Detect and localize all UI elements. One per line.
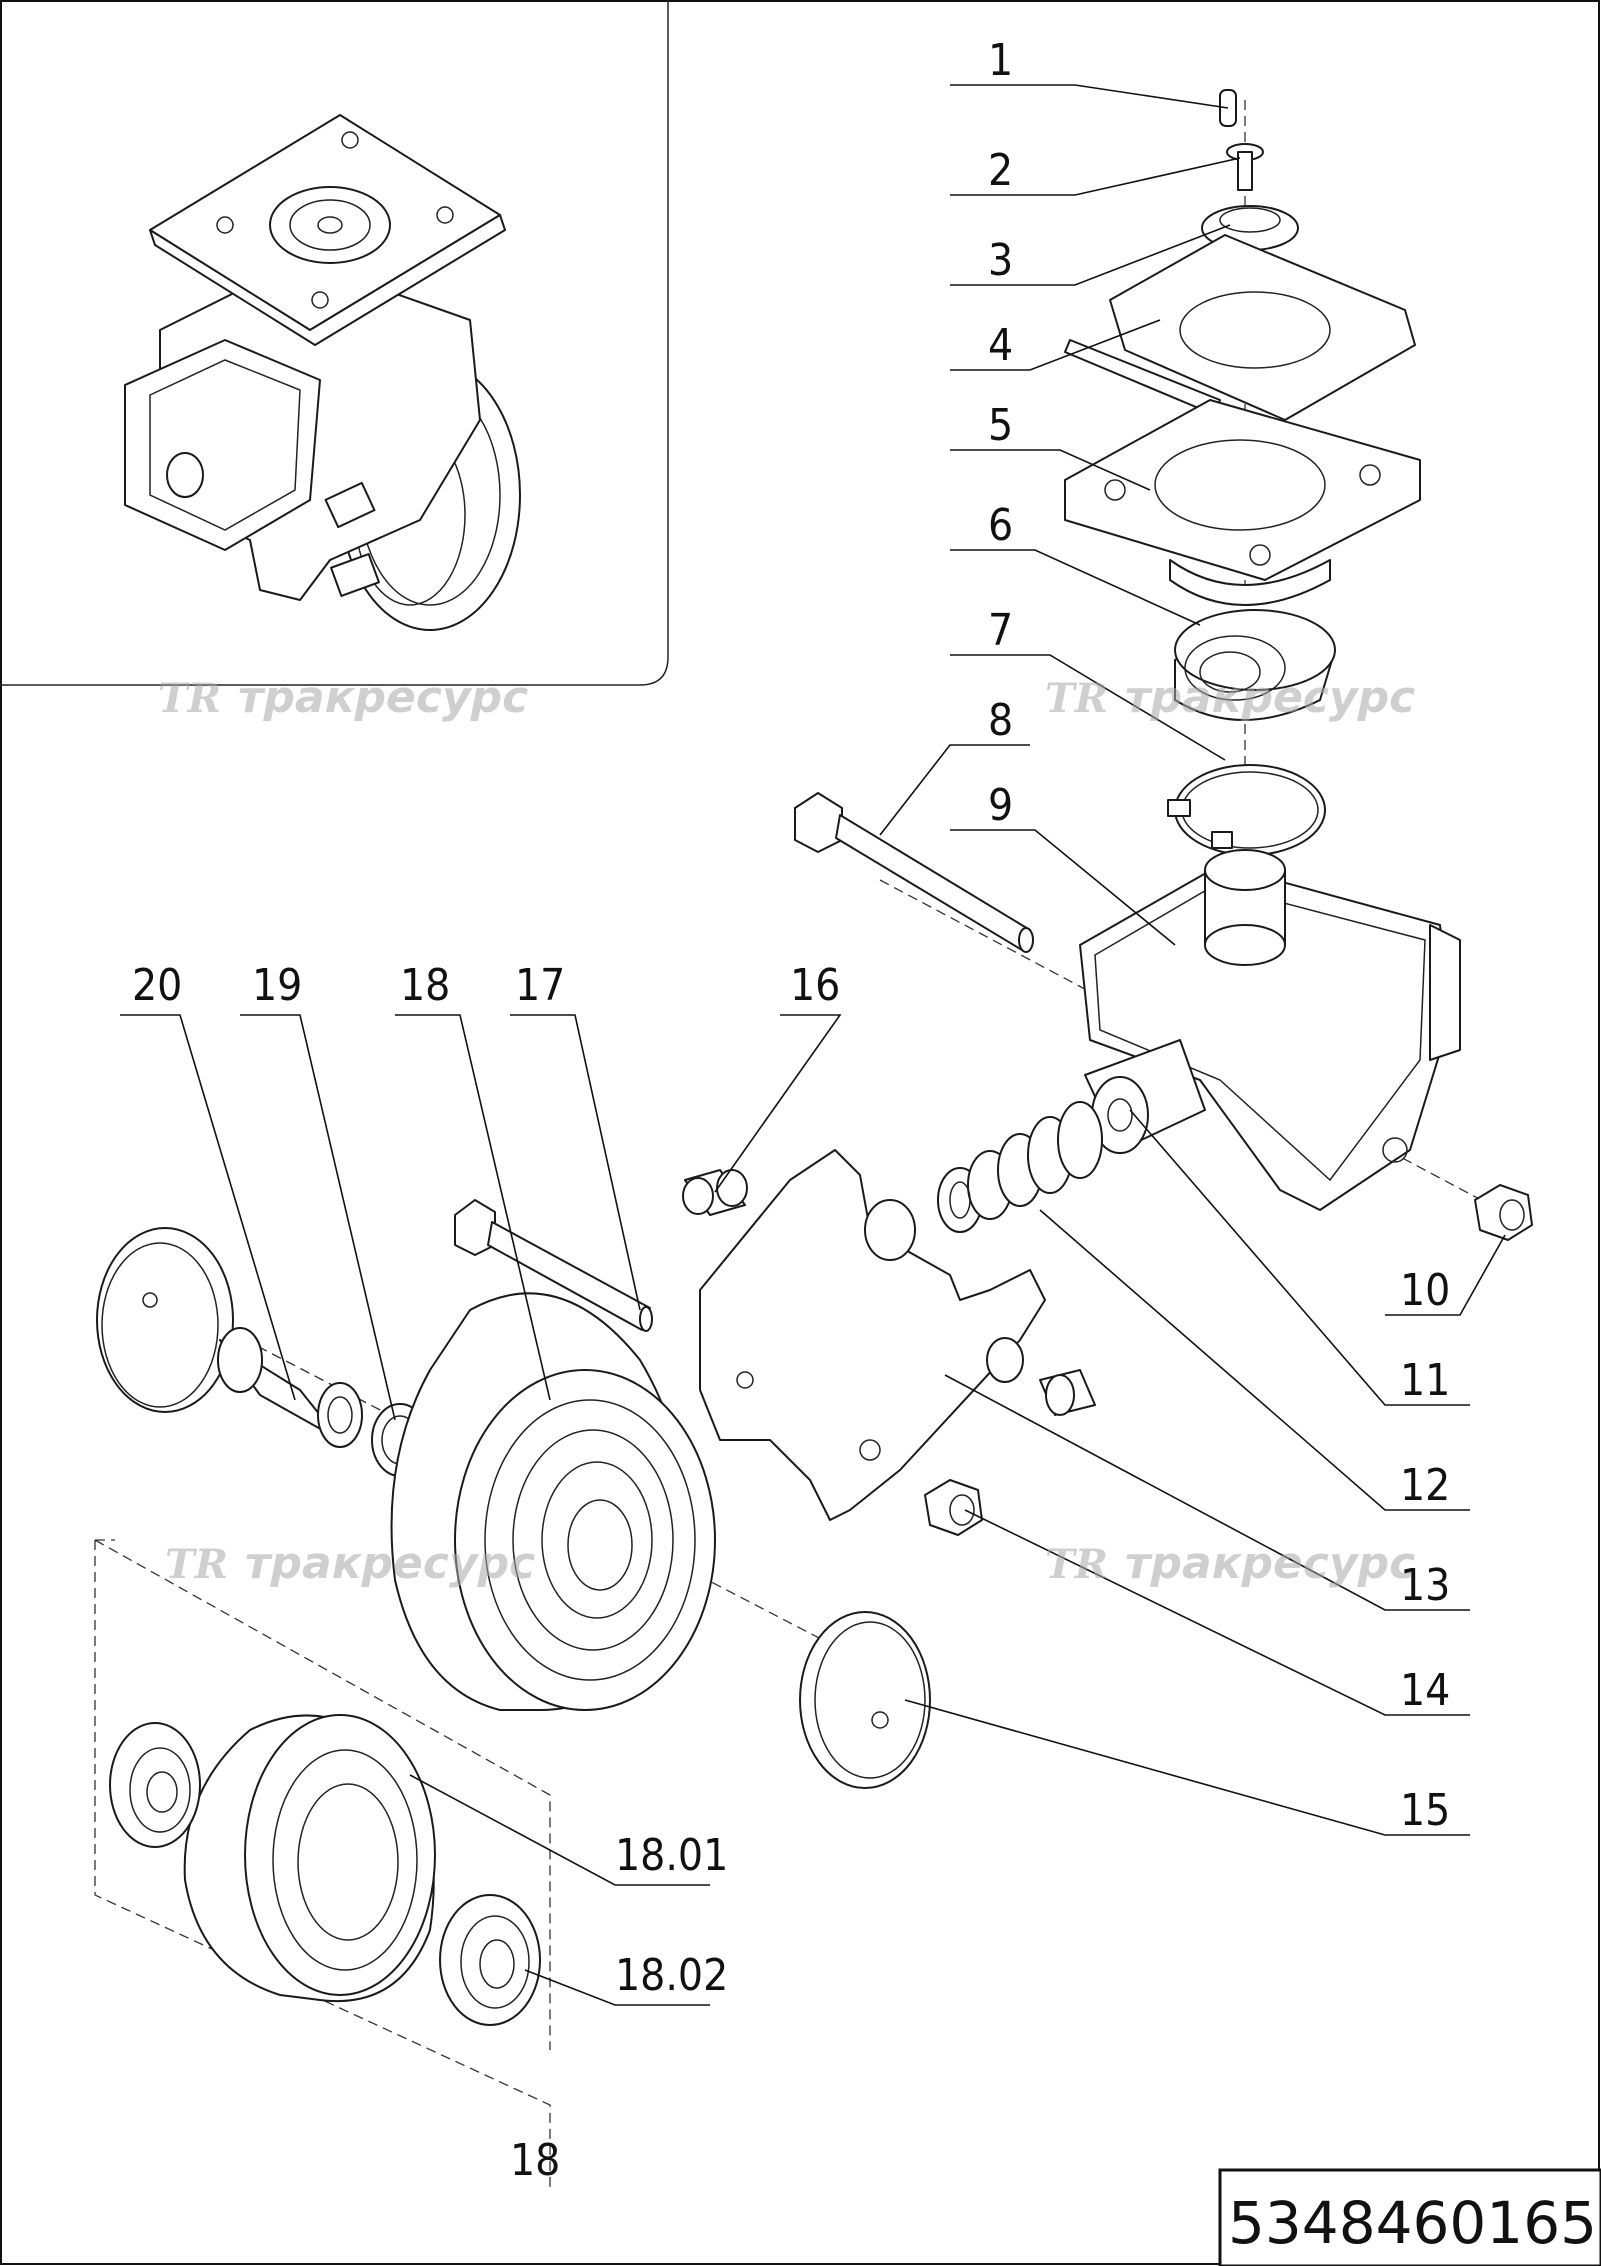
part-20-hub-cap-left	[96, 1227, 234, 1413]
callout-13: 13	[1400, 1560, 1450, 1611]
callout-16: 16	[790, 960, 840, 1011]
callout-18: 18	[400, 960, 450, 1011]
part-11-spring-sleeve	[1084, 1039, 1206, 1154]
part-2-screw	[1226, 143, 1264, 191]
part-18-02-bearing-right	[439, 1894, 541, 2026]
part-16-bushing	[682, 1169, 748, 1216]
callout-5: 5	[988, 400, 1013, 451]
watermark-logo: TR	[1045, 675, 1108, 722]
document-number-box	[1218, 2168, 1601, 2266]
watermark-logo: TR	[1045, 1541, 1108, 1588]
callout-18-group: 18	[510, 2135, 560, 2186]
callout-7: 7	[988, 605, 1013, 656]
inset-frame	[0, 0, 669, 686]
callout-20: 20	[132, 960, 182, 1011]
watermark-bottom-right: TR тракресурс	[1045, 1538, 1415, 1589]
part-17-axle-bolt	[454, 1199, 653, 1332]
watermark-text: тракресурс	[1125, 1538, 1415, 1589]
part-18-02-bearing-left	[109, 1722, 201, 1848]
part-18-01-tyre	[183, 1714, 436, 2003]
watermark-logo: TR	[158, 675, 221, 722]
part-9-fork-housing	[1079, 849, 1461, 1211]
callout-11: 11	[1400, 1355, 1450, 1406]
callout-6: 6	[988, 500, 1013, 551]
part-12-spring	[937, 1101, 1103, 1233]
callout-19: 19	[252, 960, 302, 1011]
watermark-top-left: TR тракресурс	[158, 672, 528, 723]
part-7-retaining-ring	[1167, 764, 1326, 856]
callout-2: 2	[988, 145, 1013, 196]
leader-lines	[120, 84, 1506, 2006]
callout-12: 12	[1400, 1460, 1450, 1511]
part-4-lock-plate	[1064, 234, 1416, 421]
callout-14: 14	[1400, 1665, 1450, 1716]
part-10-nut	[1474, 1184, 1533, 1241]
watermark-logo: TR	[165, 1541, 228, 1588]
part-13-bushing	[1039, 1369, 1096, 1416]
assembled-caster-view	[124, 114, 521, 631]
callout-4: 4	[988, 320, 1013, 371]
callout-10: 10	[1400, 1265, 1450, 1316]
watermark-text: тракресурс	[245, 1538, 535, 1589]
document-number: 534846016501	[1228, 2189, 1601, 2257]
part-5-flange-plate	[1064, 399, 1421, 606]
part-20-sleeve	[217, 1327, 363, 1448]
detail-18-frame	[94, 1539, 551, 2190]
callout-8: 8	[988, 695, 1013, 746]
callout-18-01: 18.01	[615, 1830, 728, 1881]
part-14-nut	[924, 1479, 983, 1536]
watermark-top-right: TR тракресурс	[1045, 672, 1415, 723]
callout-3: 3	[988, 235, 1013, 286]
callout-1: 1	[988, 35, 1013, 86]
watermark-bottom-left: TR тракресурс	[165, 1538, 535, 1589]
part-18-wheel	[390, 1292, 716, 1711]
callout-17: 17	[515, 960, 565, 1011]
part-8-long-bolt	[794, 792, 1034, 953]
callout-9: 9	[988, 780, 1013, 831]
callout-15: 15	[1400, 1785, 1450, 1836]
part-15-hub-cap-right	[799, 1611, 931, 1789]
part-6-bearing	[1174, 609, 1336, 721]
watermark-text: тракресурс	[238, 672, 528, 723]
part-13-side-plate	[699, 1149, 1046, 1521]
watermark-text: тракресурс	[1125, 672, 1415, 723]
callout-labels: 1 2 3 4 5 6 7 8 9 10 11 12 13 14 15 16 1…	[132, 35, 1450, 2186]
callout-18-02: 18.02	[615, 1950, 728, 2001]
